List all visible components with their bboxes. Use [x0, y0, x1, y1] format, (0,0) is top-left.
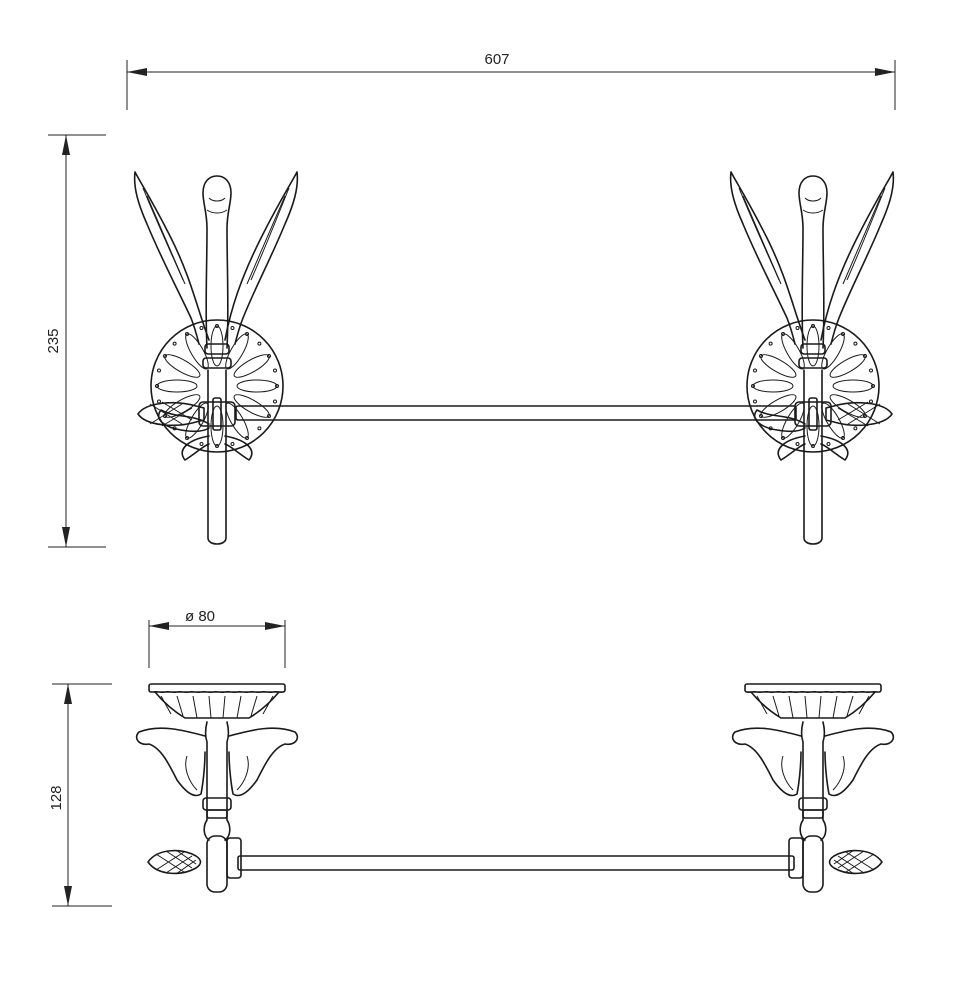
height-front-label: 235 — [45, 328, 62, 353]
dimension-diameter: ø 80 — [148, 608, 286, 668]
front-left-finial — [137, 401, 205, 427]
diameter-label: ø 80 — [185, 608, 215, 625]
side-right-finial — [828, 849, 883, 875]
width-label: 607 — [484, 51, 509, 68]
dimension-width: 607 — [126, 51, 896, 110]
side-left-bracket — [135, 683, 299, 893]
front-right-bracket — [729, 171, 895, 545]
dimension-height-front: 235 — [45, 134, 106, 548]
dimension-height-side: 128 — [48, 683, 112, 907]
front-right-finial — [825, 401, 893, 427]
front-view — [133, 171, 895, 545]
front-left-bracket — [133, 171, 299, 545]
side-right-bracket — [731, 683, 895, 893]
height-side-label: 128 — [48, 785, 65, 810]
side-left-finial — [147, 849, 202, 875]
front-towel-bar — [235, 405, 797, 421]
side-view — [135, 683, 895, 893]
side-towel-bar — [237, 855, 795, 871]
